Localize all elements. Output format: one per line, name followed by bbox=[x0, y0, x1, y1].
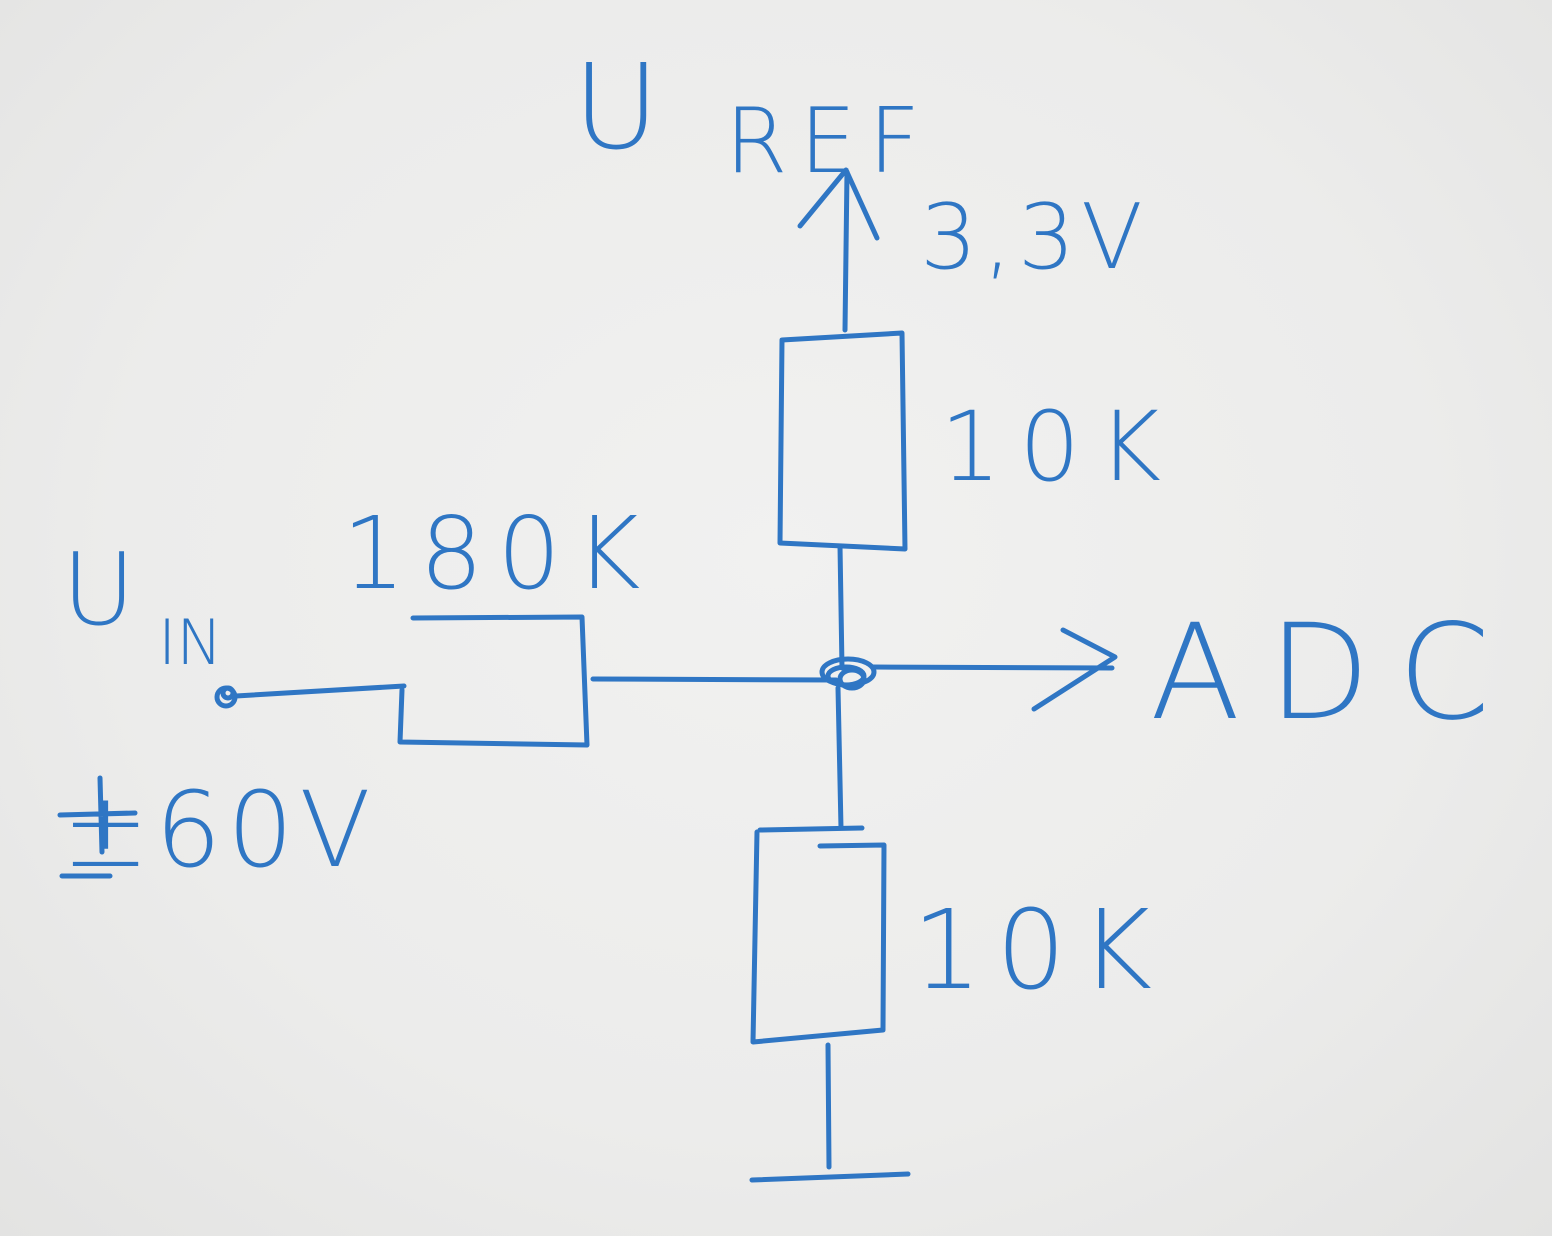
resistor-top-value: 10K bbox=[940, 391, 1179, 503]
uref-voltage-label: 3,3V bbox=[920, 185, 1149, 290]
wire-resistor-to-node bbox=[590, 676, 839, 683]
adc-arrow-icon bbox=[1031, 627, 1118, 712]
junction-node bbox=[819, 656, 877, 691]
resistor-top-body bbox=[777, 330, 908, 552]
uin-label-sub: IN bbox=[158, 606, 223, 679]
resistor-series-value: 180K bbox=[342, 495, 654, 612]
uin-voltage-label: ±60V bbox=[62, 769, 377, 891]
uin-label: U IN bbox=[62, 531, 223, 679]
uin-label-main: U bbox=[62, 531, 135, 648]
uref-label-sub: REF bbox=[725, 89, 932, 194]
uref-wire bbox=[842, 169, 850, 333]
schematic-ink bbox=[57, 167, 1118, 1183]
resistor-bottom-body bbox=[750, 825, 887, 1045]
wire-bottom-to-ground bbox=[825, 1042, 832, 1170]
wire-top-to-node bbox=[837, 543, 845, 671]
wire-input-to-resistor bbox=[233, 683, 407, 699]
resistor-bottom-value: 10K bbox=[912, 886, 1166, 1014]
adc-label: ADC bbox=[1150, 596, 1518, 750]
ground-icon bbox=[749, 1171, 911, 1183]
uref-label-main: U bbox=[573, 38, 659, 176]
uref-label: U REF bbox=[573, 38, 932, 194]
resistor-series-body bbox=[397, 614, 590, 748]
uref-arrow-icon bbox=[797, 167, 880, 241]
wire-node-to-bottom bbox=[835, 685, 844, 831]
adc-wire bbox=[869, 664, 1115, 671]
plus-minus-icon bbox=[57, 775, 138, 879]
